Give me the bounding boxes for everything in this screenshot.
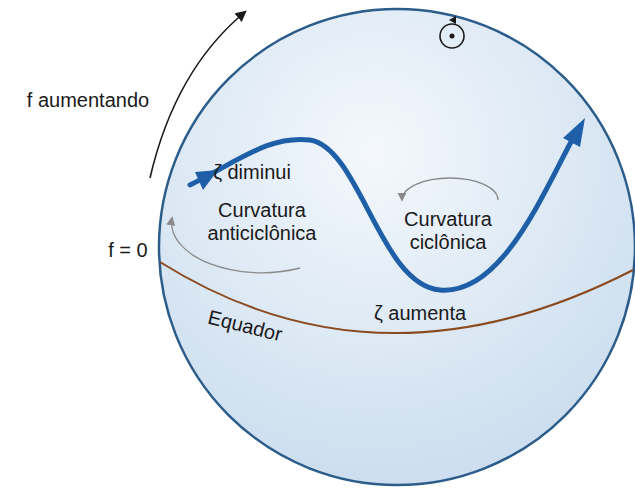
region-label: Curvatura ciclônica	[393, 208, 503, 254]
wave-arrowhead	[563, 118, 585, 147]
axis-label: f aumentando	[8, 89, 168, 112]
rotation-symbol	[440, 16, 464, 48]
rossby-wave	[190, 139, 572, 290]
globe-outline	[159, 9, 635, 485]
axis-label: f = 0	[93, 239, 163, 262]
increase-arrow	[150, 12, 245, 178]
region-label: Curvatura anticiclônica	[192, 199, 332, 245]
cyclonic-circulation	[402, 178, 498, 200]
vorticity-label: ζ diminui	[197, 161, 307, 184]
vorticity-label: ζ aumenta	[365, 302, 475, 325]
